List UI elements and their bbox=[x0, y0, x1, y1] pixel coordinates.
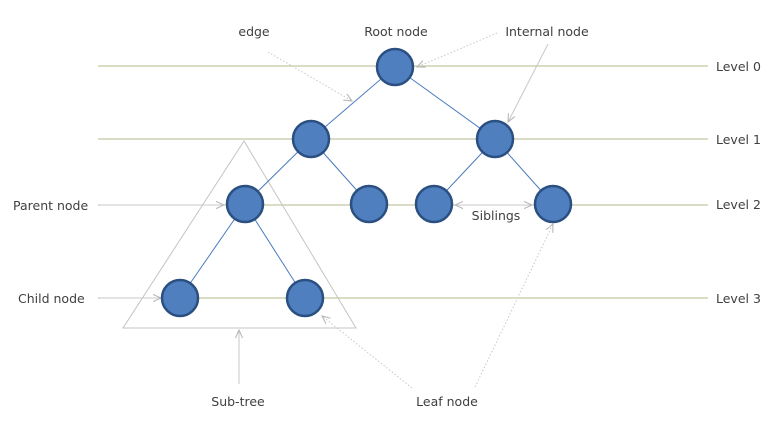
level-2-node-d bbox=[533, 184, 573, 224]
child-node-left bbox=[160, 278, 200, 318]
root-node-label: Root node bbox=[364, 24, 428, 39]
sub-tree-label: Sub-tree bbox=[211, 394, 265, 409]
level-3-label: Level 3 bbox=[716, 291, 761, 306]
parent-node bbox=[225, 184, 265, 224]
parent-node-label: Parent node bbox=[13, 198, 88, 213]
edge-arrow bbox=[267, 51, 352, 101]
child-node-label: Child node bbox=[18, 291, 85, 306]
edge-label: edge bbox=[238, 24, 270, 39]
internal-node-arrow-to-root bbox=[417, 32, 498, 67]
level-0-label: Level 0 bbox=[716, 59, 761, 74]
leaf-node-arrow-to-child bbox=[322, 316, 413, 389]
sub-tree-triangle bbox=[122, 140, 357, 329]
child-node-right bbox=[285, 278, 325, 318]
root-node bbox=[375, 47, 415, 87]
level-1-node-right bbox=[475, 119, 515, 159]
level-1-node-left bbox=[291, 119, 331, 159]
level-2-node-b bbox=[349, 184, 389, 224]
internal-node-arrow-to-level1 bbox=[508, 43, 549, 122]
level-2-node-c bbox=[414, 184, 454, 224]
internal-node-label: Internal node bbox=[505, 24, 589, 39]
edge-root-right bbox=[394, 66, 496, 140]
level-2-label: Level 2 bbox=[716, 197, 761, 212]
leaf-node-label: Leaf node bbox=[416, 394, 478, 409]
level-1-label: Level 1 bbox=[716, 132, 761, 147]
siblings-label: Siblings bbox=[472, 208, 521, 223]
leaf-node-arrow-to-sibling bbox=[474, 224, 553, 388]
